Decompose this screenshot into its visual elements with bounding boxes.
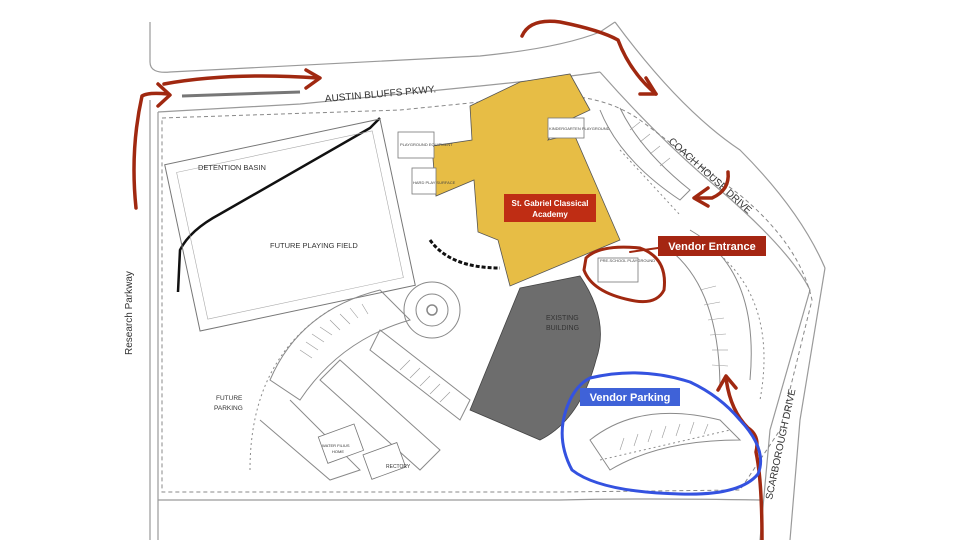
roundabout <box>403 281 461 339</box>
school-name-badge <box>504 194 596 222</box>
future-parking-label-1: FUTURE <box>216 395 243 402</box>
kindergarten-playground-label: KINDERGARTEN PLAYGROUND <box>549 126 610 131</box>
street-label-austin-bluffs: AUSTIN BLUFFS PKWY. <box>324 84 436 105</box>
playground-equipment-label: PLAYGROUND EQUIPMENT <box>400 142 453 147</box>
future-playing-field <box>164 118 416 332</box>
home-label-2: HOME <box>332 449 344 454</box>
future-playing-field-label: FUTURE PLAYING FIELD <box>270 241 358 250</box>
home-label-1: WATER FILIUS <box>322 443 350 448</box>
small-structures <box>317 117 639 480</box>
roads <box>149 21 826 540</box>
school-name-line2: Academy <box>532 210 568 219</box>
vendor-entrance-label: Vendor Entrance <box>668 241 755 253</box>
vendor-parking-badge <box>580 388 680 406</box>
future-parking-label-2: PARKING <box>214 405 243 412</box>
existing-building-label-2: BUILDING <box>546 325 579 332</box>
parking-stripes <box>299 121 729 451</box>
fence-line <box>176 117 381 293</box>
street-label-coach-house: COACH HOUSE DRIVE <box>666 136 754 217</box>
rectory-label: RECTORY <box>386 464 411 470</box>
vendor-entrance-circle <box>582 245 666 304</box>
vendor-parking-label: Vendor Parking <box>590 392 671 404</box>
existing-building <box>469 275 601 441</box>
hard-play-surface-label: HARD PLAY SURFACE <box>413 180 456 185</box>
street-label-scarborough: SCARBOROUGH DRIVE <box>764 388 798 501</box>
detention-basin-label: DETENTION BASIN <box>198 163 266 172</box>
red-arrows <box>132 19 764 540</box>
vendor-parking-circle <box>560 371 763 496</box>
street-label-research: Research Parkway <box>124 271 135 355</box>
vendor-entrance-badge <box>658 236 766 256</box>
school-name-line1: St. Gabriel Classical <box>512 199 589 208</box>
pre-school-playground-label: PRE-SCHOOL PLAYGROUND <box>600 258 655 263</box>
existing-building-label-1: EXISTING <box>546 315 579 322</box>
walkway-arc <box>428 239 501 270</box>
